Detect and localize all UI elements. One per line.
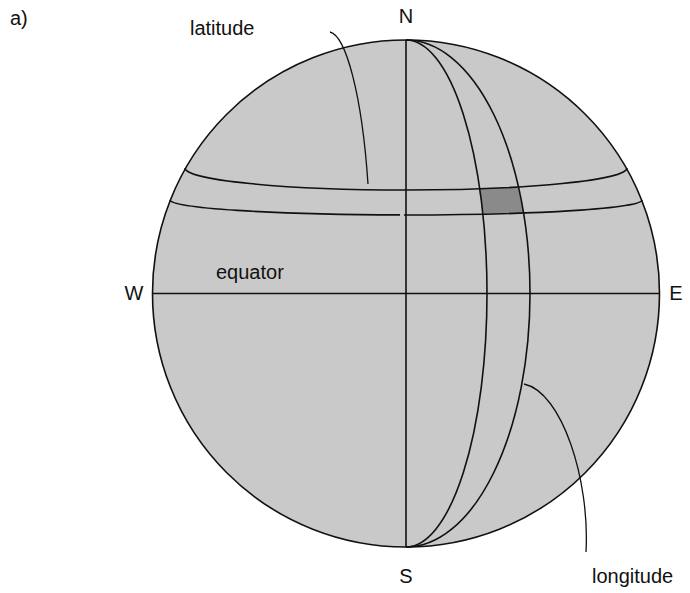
compass-letter: N xyxy=(399,6,413,26)
longitude-label: longitude xyxy=(592,566,673,586)
figure-tag: a) xyxy=(10,8,28,28)
leader-line xyxy=(330,32,368,184)
latitude-label: latitude xyxy=(190,18,255,38)
globe-outline xyxy=(153,40,660,547)
equator-line xyxy=(153,293,660,295)
compass-letter: E xyxy=(669,283,682,303)
compass-letter: S xyxy=(399,566,412,586)
compass-letter: W xyxy=(125,283,144,303)
longitude-line xyxy=(406,40,487,547)
latitude-line xyxy=(170,200,400,215)
equator-label: equator xyxy=(216,262,284,282)
longitude-line xyxy=(406,40,530,547)
latitude-line xyxy=(185,168,627,190)
leader-line xyxy=(524,384,586,552)
shaded-cell xyxy=(479,187,524,214)
